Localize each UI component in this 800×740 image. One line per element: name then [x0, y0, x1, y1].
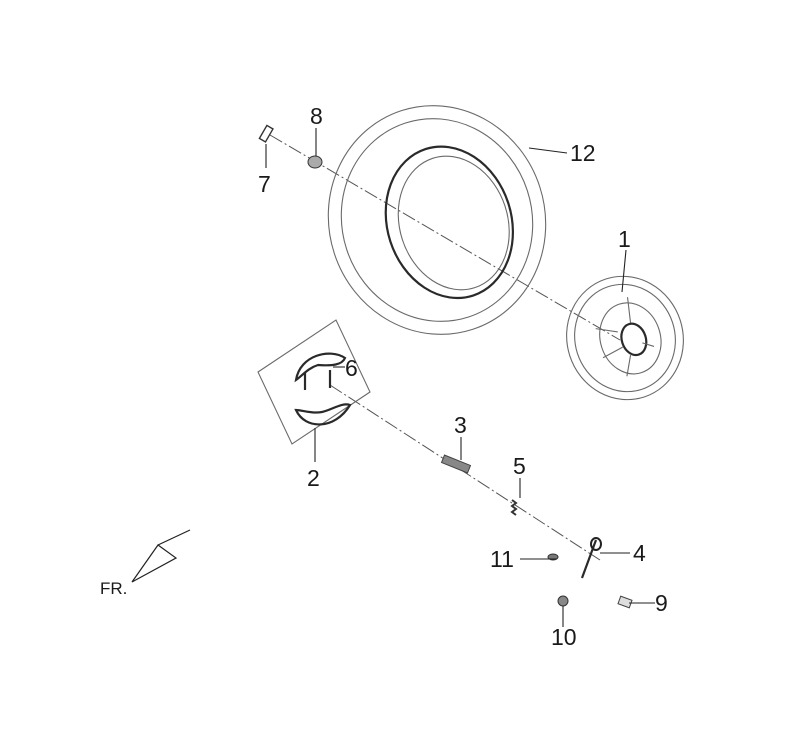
callout-3: 3 — [454, 412, 467, 438]
callout-2: 2 — [307, 465, 320, 491]
callout-12: 12 — [570, 140, 596, 166]
callout-5: 5 — [513, 453, 526, 479]
callout-9: 9 — [655, 590, 668, 616]
callout-1: 1 — [618, 226, 631, 252]
adjuster-part — [440, 454, 472, 474]
assembly-axis — [269, 134, 621, 561]
spring-part — [510, 499, 518, 516]
callout-numbers: 1 2 3 4 5 6 7 8 9 10 11 12 — [258, 103, 668, 650]
callout-8: 8 — [310, 103, 323, 129]
nut-part — [557, 595, 569, 607]
cotter-pin-part — [258, 124, 274, 143]
brake-arm-part — [580, 537, 602, 579]
pin-part — [617, 595, 633, 609]
callout-6: 6 — [345, 355, 358, 381]
front-label: FR. — [100, 579, 127, 598]
callout-7: 7 — [258, 171, 271, 197]
brake-shoe-part — [257, 319, 371, 445]
callout-4: 4 — [633, 540, 646, 566]
axle-nut-part — [307, 155, 323, 169]
front-direction-indicator: FR. — [100, 529, 191, 598]
tire-part — [327, 105, 547, 335]
wheel-rim-part — [566, 275, 684, 401]
callout-10: 10 — [551, 624, 577, 650]
leader-lines — [265, 128, 655, 627]
callout-11: 11 — [490, 546, 514, 572]
